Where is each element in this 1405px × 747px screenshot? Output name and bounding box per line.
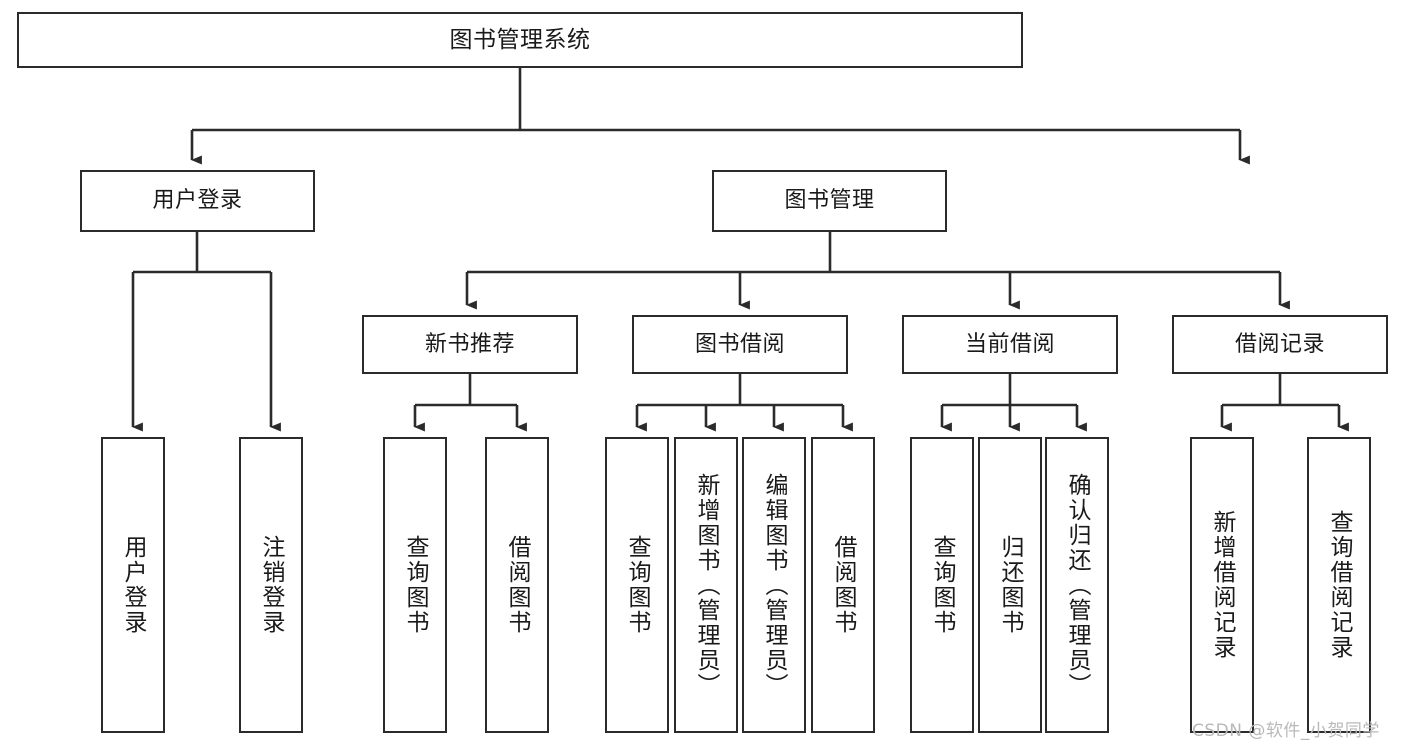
node-book-borrow[interactable]: 图书借阅 bbox=[632, 315, 848, 374]
node-leaf-borrow-book-2-label: 借阅图书 bbox=[830, 535, 857, 635]
node-book-borrow-label: 图书借阅 bbox=[694, 331, 785, 357]
node-user-login-label: 用户登录 bbox=[152, 188, 243, 213]
node-leaf-add-book-label: 新增图书（管理员） bbox=[693, 472, 720, 698]
node-book-management[interactable]: 图书管理 bbox=[712, 170, 947, 232]
node-leaf-edit-book[interactable]: 编辑图书（管理员） bbox=[742, 437, 806, 733]
node-leaf-query-book-3[interactable]: 查询图书 bbox=[910, 437, 974, 733]
node-leaf-query-book-2-label: 查询图书 bbox=[624, 535, 651, 635]
node-leaf-query-record[interactable]: 查询借阅记录 bbox=[1307, 437, 1371, 733]
node-root[interactable]: 图书管理系统 bbox=[17, 12, 1023, 68]
node-leaf-add-book[interactable]: 新增图书（管理员） bbox=[674, 437, 738, 733]
node-new-book-recommend[interactable]: 新书推荐 bbox=[362, 315, 578, 374]
node-leaf-borrow-book-2[interactable]: 借阅图书 bbox=[811, 437, 875, 733]
node-new-book-recommend-label: 新书推荐 bbox=[424, 331, 515, 357]
node-leaf-borrow-book-1-label: 借阅图书 bbox=[504, 535, 531, 635]
node-leaf-return-book-label: 归还图书 bbox=[997, 535, 1024, 635]
node-leaf-borrow-book-1[interactable]: 借阅图书 bbox=[485, 437, 549, 733]
node-borrow-records[interactable]: 借阅记录 bbox=[1172, 315, 1388, 374]
node-root-label: 图书管理系统 bbox=[449, 26, 591, 53]
node-leaf-logout-label: 注销登录 bbox=[258, 535, 285, 635]
node-leaf-confirm-return[interactable]: 确认归还（管理员） bbox=[1045, 437, 1109, 733]
node-current-borrow[interactable]: 当前借阅 bbox=[902, 315, 1118, 374]
node-user-login[interactable]: 用户登录 bbox=[80, 170, 315, 232]
node-current-borrow-label: 当前借阅 bbox=[964, 331, 1055, 357]
node-leaf-query-book-2[interactable]: 查询图书 bbox=[605, 437, 669, 733]
node-leaf-add-record-label: 新增借阅记录 bbox=[1209, 510, 1236, 660]
node-leaf-return-book[interactable]: 归还图书 bbox=[978, 437, 1042, 733]
node-leaf-user-login[interactable]: 用户登录 bbox=[101, 437, 165, 733]
node-leaf-query-book-3-label: 查询图书 bbox=[929, 535, 956, 635]
node-leaf-confirm-return-label: 确认归还（管理员） bbox=[1064, 472, 1091, 698]
node-leaf-user-login-label: 用户登录 bbox=[120, 535, 147, 635]
node-leaf-edit-book-label: 编辑图书（管理员） bbox=[761, 472, 788, 698]
node-leaf-query-record-label: 查询借阅记录 bbox=[1326, 510, 1353, 660]
node-leaf-query-book-1-label: 查询图书 bbox=[402, 535, 429, 635]
watermark-text: CSDN @软件_小贺同学 bbox=[1192, 721, 1380, 741]
node-leaf-query-book-1[interactable]: 查询图书 bbox=[383, 437, 447, 733]
node-leaf-logout[interactable]: 注销登录 bbox=[239, 437, 303, 733]
node-borrow-records-label: 借阅记录 bbox=[1234, 331, 1325, 357]
node-book-management-label: 图书管理 bbox=[784, 188, 875, 213]
node-leaf-add-record[interactable]: 新增借阅记录 bbox=[1190, 437, 1254, 733]
